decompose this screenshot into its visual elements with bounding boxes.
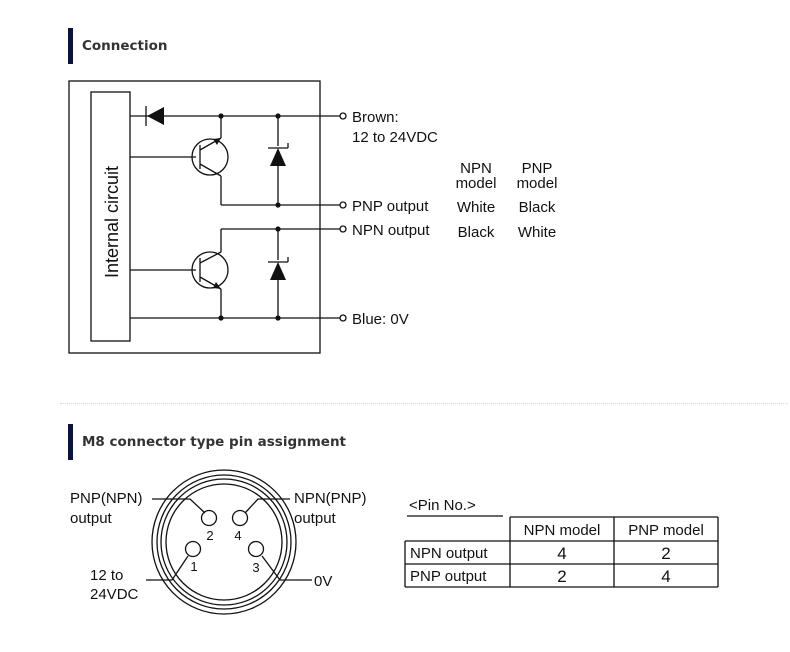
label-bottom-left-2: 24VDC	[90, 586, 139, 603]
circuit-frame	[68, 80, 321, 354]
diode-symbol	[145, 106, 164, 126]
brown-voltage-label: 12 to 24VDC	[352, 129, 438, 146]
col-npn-line2: model	[456, 175, 497, 192]
pin-table	[404, 516, 719, 588]
npn-row-npn-color: Black	[458, 224, 495, 241]
internal-circuit-box	[90, 91, 131, 342]
label-bottom-right: 0V	[314, 573, 332, 590]
zener-diode-upper	[268, 143, 289, 166]
label-top-left-2: output	[70, 510, 113, 527]
pnp-row-npn-color: White	[457, 199, 495, 216]
section-divider	[60, 403, 788, 404]
zener-diode-lower	[268, 257, 289, 280]
npn-row-pnp-color: White	[518, 224, 556, 241]
wire-terminals	[339, 112, 347, 322]
leader-top-left	[152, 498, 206, 514]
pin-1	[184, 540, 202, 558]
pin-3	[247, 540, 265, 558]
connection-title: Connection	[82, 38, 168, 54]
pin-table-row2-pnp: 4	[661, 567, 670, 586]
wire-color-table: NPN model PNP model White Black Black Wh…	[456, 160, 558, 241]
leader-bottom-left	[146, 555, 189, 581]
circuit-diagram	[68, 80, 347, 354]
pin-table-row2-label: PNP output	[410, 568, 487, 585]
pnp-output-label: PNP output	[352, 198, 429, 215]
brown-wire-label: Brown:	[352, 109, 399, 126]
m8-connector-drawing	[146, 469, 312, 615]
pin-number-3: 3	[252, 560, 259, 575]
pin-assignment-heading: M8 connector type pin assignment	[68, 424, 346, 460]
pin-table-header-npn: NPN model	[524, 522, 601, 539]
pin-table-header-pnp: PNP model	[628, 522, 704, 539]
pin-4	[231, 509, 249, 527]
pin-table-row1-npn: 4	[557, 544, 566, 563]
internal-circuit-label: Internal circuit	[102, 166, 122, 278]
col-pnp-line2: model	[517, 175, 558, 192]
col-npn-line1: NPN	[460, 160, 492, 177]
pin-table-row2-npn: 2	[557, 567, 566, 586]
pin-assignment-title: M8 connector type pin assignment	[82, 434, 347, 450]
pin-2	[200, 509, 218, 527]
pin-number-4: 4	[234, 528, 241, 543]
label-top-left-1: PNP(NPN)	[70, 490, 143, 507]
leader-top-right	[244, 498, 290, 514]
connection-heading: Connection	[68, 28, 168, 64]
label-bottom-left-1: 12 to	[90, 567, 123, 584]
col-pnp-line1: PNP	[522, 160, 553, 177]
pin-number-1: 1	[190, 559, 197, 574]
pin-number-2: 2	[206, 528, 213, 543]
pnp-row-pnp-color: Black	[519, 199, 556, 216]
transistor-lower	[191, 251, 229, 290]
junction-dots	[218, 113, 281, 321]
transistor-upper	[191, 137, 229, 177]
label-top-right-1: NPN(PNP)	[294, 490, 367, 507]
pin-table-row1-pnp: 2	[661, 544, 670, 563]
pin-table-title: <Pin No.>	[409, 497, 476, 514]
label-top-right-2: output	[294, 510, 337, 527]
npn-output-label: NPN output	[352, 222, 430, 239]
pin-table-row1-label: NPN output	[410, 545, 488, 562]
blue-wire-label: Blue: 0V	[352, 311, 409, 328]
leader-bottom-right	[261, 555, 312, 581]
